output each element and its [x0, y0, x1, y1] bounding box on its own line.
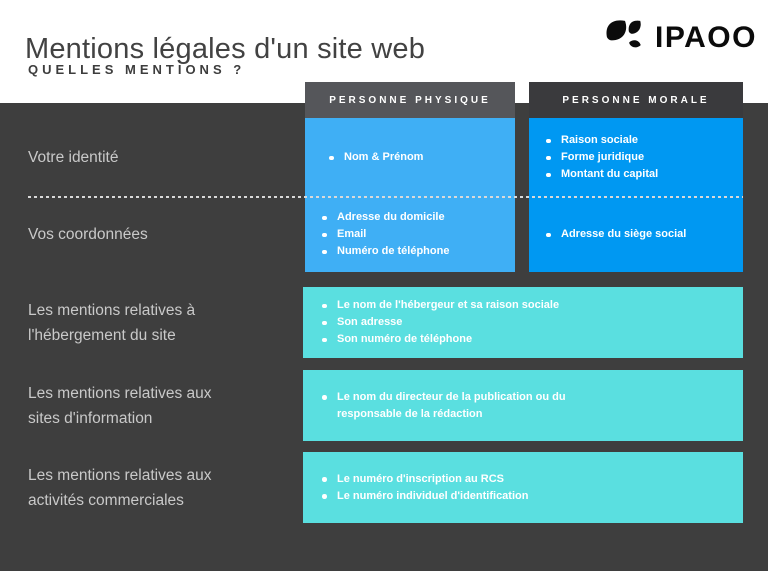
bullet-item: Son adresse	[322, 314, 559, 331]
row-dashed-divider	[28, 196, 743, 198]
column-header-personne-physique: PERSONNE PHYSIQUE	[305, 82, 515, 118]
hebergement-box: Le nom de l'hébergeur et sa raison socia…	[303, 287, 743, 358]
physique-identite-cell: Nom & Prénom	[305, 118, 515, 197]
hebergement-list: Le nom de l'hébergeur et sa raison socia…	[303, 297, 567, 348]
bullet-item: Adresse du domicile	[322, 209, 449, 226]
bullet-item: Le nom du directeur de la publication ou…	[322, 389, 566, 423]
row-label-identite: Votre identité	[28, 149, 119, 166]
page-title: Mentions légales d'un site web	[25, 33, 426, 66]
bullet-item: Nom & Prénom	[329, 149, 423, 166]
morale-coordonnees-cell: Adresse du siège social	[529, 197, 743, 272]
leaf-sprig-icon	[606, 20, 641, 48]
row-label-hebergement: Les mentions relatives à l'hébergement d…	[28, 301, 196, 344]
row-label-sites-information: Les mentions relatives aux sites d'infor…	[28, 384, 212, 427]
bullet-item: Raison sociale	[546, 132, 658, 149]
brand-name: IPAOO	[655, 21, 757, 54]
bullet-item: Montant du capital	[546, 166, 658, 183]
sites-information-box: Le nom du directeur de la publication ou…	[303, 370, 743, 441]
row-label-activites-commerciales: Les mentions relatives aux activités com…	[28, 466, 212, 509]
bullet-item: Numéro de téléphone	[322, 243, 449, 260]
bullet-item: Email	[322, 226, 449, 243]
row-label-coordonnees: Vos coordonnées	[28, 226, 148, 243]
physique-identite-list: Nom & Prénom	[305, 149, 431, 166]
brand-logo: IPAOO	[604, 18, 757, 58]
column-header-personne-morale: PERSONNE MORALE	[529, 82, 743, 118]
bullet-item: Son numéro de téléphone	[322, 331, 559, 348]
bullet-item: Forme juridique	[546, 149, 658, 166]
page-subtitle: QUELLES MENTIONS ?	[28, 62, 246, 77]
morale-coordonnees-list: Adresse du siège social	[529, 226, 694, 243]
bullet-item: Adresse du siège social	[546, 226, 686, 243]
bullet-item: Le numéro d'inscription au RCS	[322, 471, 528, 488]
footer-strip	[0, 571, 768, 576]
bullet-item: Le numéro individuel d'identification	[322, 488, 528, 505]
sites-information-list: Le nom du directeur de la publication ou…	[303, 389, 574, 423]
bullet-item: Le nom de l'hébergeur et sa raison socia…	[322, 297, 559, 314]
